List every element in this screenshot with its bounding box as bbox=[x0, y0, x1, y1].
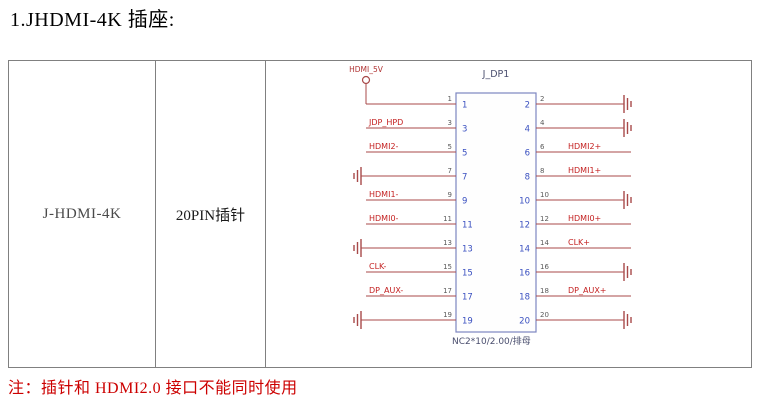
pin-number-outside: 18 bbox=[540, 287, 549, 295]
ground-symbol bbox=[353, 311, 362, 329]
ground-symbol bbox=[623, 311, 632, 329]
usage-note: 注：插针和 HDMI2.0 接口不能同时使用 bbox=[8, 380, 298, 397]
pin-number-outside: 1 bbox=[448, 95, 452, 103]
pin-number-inside: 12 bbox=[519, 221, 530, 231]
pin-number-outside: 16 bbox=[540, 263, 549, 271]
connector-body bbox=[455, 92, 537, 333]
pin-number-outside: 14 bbox=[540, 239, 549, 247]
pin-number-inside: 2 bbox=[525, 101, 530, 111]
pin-number-inside: 5 bbox=[462, 149, 467, 159]
ground-symbol bbox=[623, 119, 632, 137]
pin-number-inside: 10 bbox=[519, 197, 530, 207]
pin-number-outside: 13 bbox=[443, 239, 452, 247]
pin-number-inside: 13 bbox=[462, 245, 473, 255]
net-label: HDMI1+ bbox=[568, 166, 601, 175]
ground-symbol bbox=[623, 95, 632, 113]
pin-number-inside: 6 bbox=[525, 149, 530, 159]
power-net-label: HDMI_5V bbox=[349, 65, 384, 74]
pin-number-outside: 6 bbox=[540, 143, 545, 151]
pin-number-inside: 16 bbox=[519, 269, 530, 279]
pin-number-inside: 17 bbox=[462, 293, 473, 303]
pin-number-outside: 11 bbox=[443, 215, 452, 223]
pin-number-inside: 11 bbox=[462, 221, 473, 231]
connector-footprint-label: NC2*10/2.00/排母 bbox=[452, 335, 531, 347]
ground-symbol bbox=[623, 263, 632, 281]
pin-number-inside: 9 bbox=[462, 197, 467, 207]
pin-number-outside: 15 bbox=[443, 263, 452, 271]
pin-number-inside: 1 bbox=[462, 101, 467, 111]
net-label: HDMI2+ bbox=[568, 142, 601, 151]
pin-number-outside: 5 bbox=[448, 143, 452, 151]
pin-number-inside: 14 bbox=[519, 245, 530, 255]
pin-number-outside: 12 bbox=[540, 215, 549, 223]
net-label: HDMI0- bbox=[369, 214, 399, 223]
pin-number-inside: 20 bbox=[519, 317, 530, 327]
pin-number-outside: 19 bbox=[443, 311, 452, 319]
net-label: DP_AUX+ bbox=[568, 286, 607, 295]
pin-number-inside: 4 bbox=[525, 125, 530, 135]
net-label: CLK+ bbox=[568, 238, 590, 247]
ground-symbol bbox=[353, 167, 362, 185]
pin-number-inside: 19 bbox=[462, 317, 473, 327]
net-label: HDMI2- bbox=[369, 142, 399, 151]
cell-part-name: J-HDMI-4K bbox=[9, 61, 156, 367]
pin-number-inside: 3 bbox=[462, 125, 467, 135]
net-label: CLK- bbox=[369, 262, 386, 271]
power-port-icon bbox=[361, 75, 371, 85]
pin-number-outside: 2 bbox=[540, 95, 544, 103]
pin-number-outside: 8 bbox=[540, 167, 544, 175]
pin-number-outside: 20 bbox=[540, 311, 549, 319]
pin-number-outside: 17 bbox=[443, 287, 452, 295]
net-label: JDP_HPD bbox=[368, 118, 403, 127]
pin-number-outside: 10 bbox=[540, 191, 549, 199]
pin-number-inside: 8 bbox=[525, 173, 530, 183]
pin-number-inside: 7 bbox=[462, 173, 467, 183]
net-label: HDMI1- bbox=[369, 190, 399, 199]
pin-number-outside: 3 bbox=[448, 119, 452, 127]
pin-number-inside: 18 bbox=[519, 293, 530, 303]
pin-number-outside: 7 bbox=[448, 167, 452, 175]
page-title: 1.JHDMI-4K 插座: bbox=[10, 9, 175, 31]
pin-number-outside: 4 bbox=[540, 119, 545, 127]
net-label: HDMI0+ bbox=[568, 214, 601, 223]
ground-symbol bbox=[623, 191, 632, 209]
connector-designator: J_DP1 bbox=[482, 69, 510, 80]
ground-symbol bbox=[353, 239, 362, 257]
pin-number-inside: 15 bbox=[462, 269, 473, 279]
net-label: DP_AUX- bbox=[369, 286, 403, 295]
pin-number-outside: 9 bbox=[448, 191, 452, 199]
cell-pin-description: 20PIN插针 bbox=[156, 61, 266, 367]
